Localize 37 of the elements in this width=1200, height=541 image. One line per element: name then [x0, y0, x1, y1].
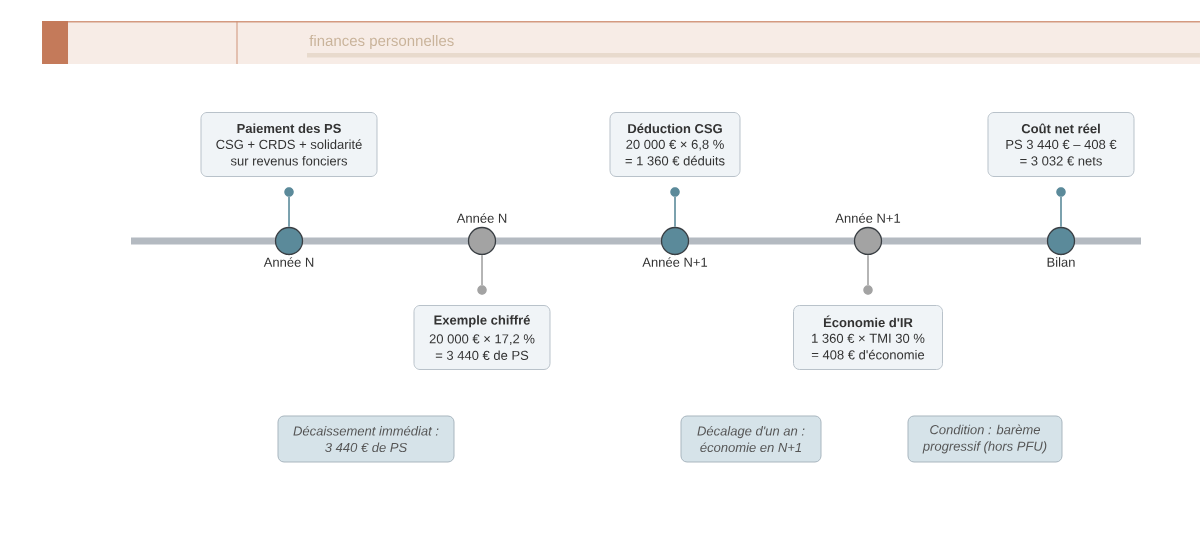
stem-line — [1060, 196, 1062, 228]
card-text: 1 360 € × TMI 30 % = 408 € d'économie — [811, 333, 925, 360]
card-title: Déduction CSG — [628, 123, 722, 134]
timeline-marker — [467, 226, 497, 256]
timeline-marker — [274, 226, 304, 256]
time-label: Année N+1 — [835, 213, 901, 223]
card-text: PS 3 440 € – 408 € = 3 032 € nets — [1006, 139, 1117, 166]
time-label: Bilan — [1047, 257, 1075, 267]
card-text: 20 000 € × 17,2 % = 3 440 € de PS — [429, 334, 535, 360]
note-text: Décalage d'un an : économie en N+1 — [697, 425, 805, 453]
tagline: finances personnelles — [309, 35, 454, 49]
note-text: Condition : barème progressif (hors PFU) — [922, 424, 1047, 454]
card-title: Exemple chiffré — [434, 315, 530, 328]
event-card — [609, 112, 741, 177]
timeline-marker — [1046, 226, 1076, 256]
timeline-marker — [853, 226, 883, 256]
card-text: 20 000 € × 6,8 % = 1 360 € déduits — [625, 139, 725, 166]
note-text: Décaissement immédiat : 3 440 € de PS — [293, 425, 439, 453]
note-box — [277, 415, 455, 463]
stem-line — [867, 254, 869, 286]
stem-line — [288, 196, 290, 228]
card-title: Coût net réel — [1021, 123, 1100, 134]
note-box — [907, 415, 1063, 463]
event-card — [413, 305, 551, 370]
card-text: CSG + CRDS + solidarité sur revenus fonciers — [216, 139, 362, 166]
time-label: Année N — [263, 257, 314, 267]
event-card — [987, 112, 1135, 177]
note-box — [680, 415, 822, 463]
event-card — [200, 112, 378, 177]
time-label: Année N+1 — [642, 257, 708, 267]
time-label: Année N — [456, 213, 507, 223]
event-card — [793, 305, 943, 370]
card-title: Paiement des PS — [237, 123, 341, 134]
stem-line — [674, 196, 676, 228]
timeline-marker — [660, 226, 690, 256]
stem-line — [481, 254, 483, 286]
card-title: Économie d'IR — [824, 315, 913, 328]
